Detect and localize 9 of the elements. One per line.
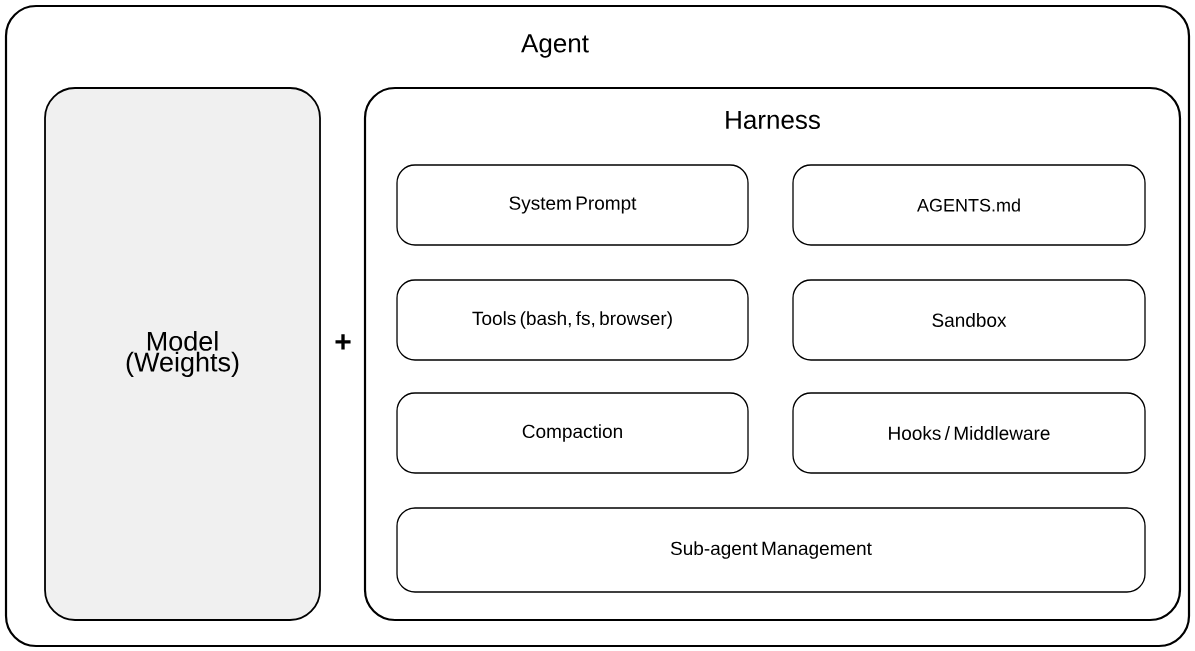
component-box: System Prompt <box>396 164 749 246</box>
plus-sign: + <box>335 334 351 350</box>
component-box: Hooks / Middleware <box>792 392 1146 474</box>
component-box: Compaction <box>396 392 749 474</box>
component-box: Sandbox <box>792 279 1146 361</box>
component-box: Tools (bash, fs, browser) <box>396 279 749 361</box>
component-box: AGENTS.md <box>792 164 1146 246</box>
component-box: Sub-agent Management <box>396 507 1146 593</box>
model-box: Model (Weights) <box>44 87 321 621</box>
